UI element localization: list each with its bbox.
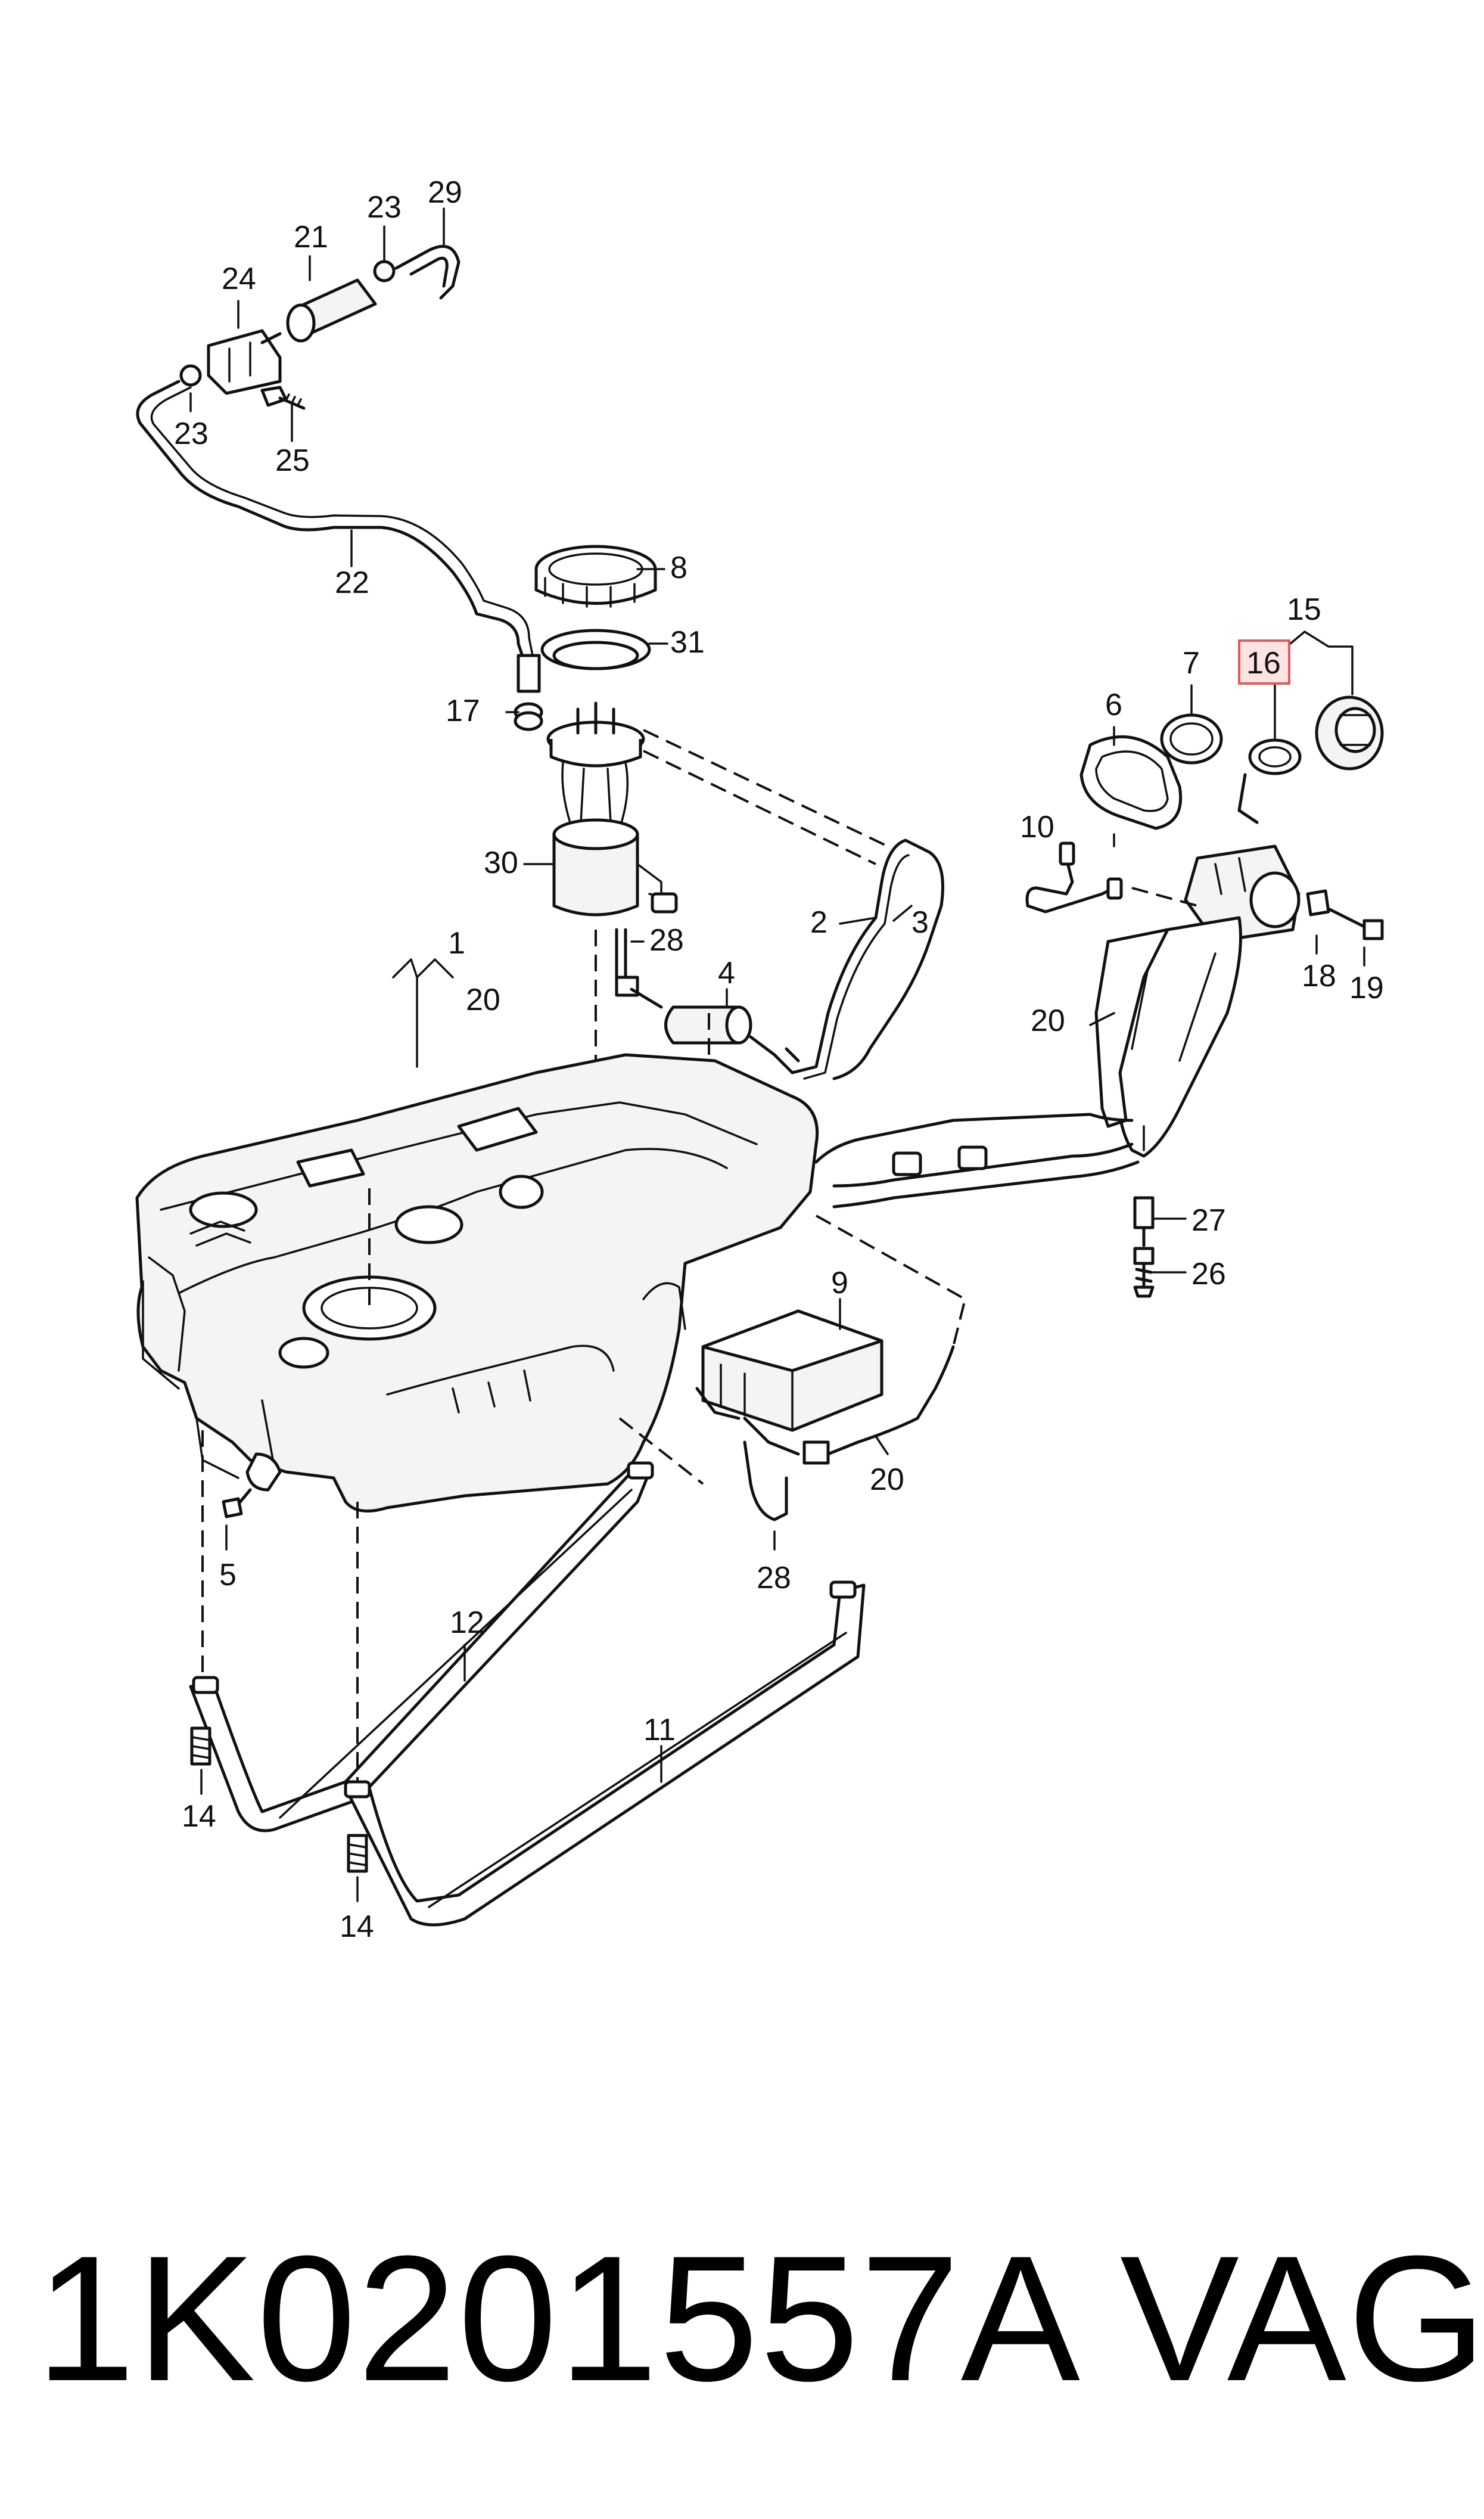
- label-5: 5: [219, 1558, 237, 1592]
- label-19: 19: [1349, 971, 1384, 1005]
- label-20-left: 20: [466, 983, 500, 1017]
- highlight-box-16: [1238, 639, 1290, 685]
- label-31: 31: [670, 625, 705, 660]
- label-25: 25: [275, 443, 310, 478]
- label-4: 4: [718, 956, 735, 990]
- filler-neck-assembly: [814, 695, 1384, 1298]
- aux-pump-assembly: [136, 244, 543, 731]
- label-30: 30: [484, 846, 518, 880]
- fuel-filter-and-lines: [630, 729, 944, 1251]
- part-number: 1K0201557A: [36, 2218, 1081, 2418]
- footer: 1K0201557A VAG: [0, 2205, 1484, 2455]
- fuel-tank: [135, 1053, 819, 1518]
- carbon-canister: [618, 1215, 967, 1521]
- fuel-sender-assembly: [534, 545, 678, 1132]
- callout-labels: 24 21 23 29 23 25 22 17 8 31 30 28 4 2 3…: [174, 175, 1384, 1944]
- label-14-bottom: 14: [340, 1909, 374, 1944]
- label-1: 1: [448, 926, 465, 961]
- label-10: 10: [1020, 810, 1054, 844]
- label-8: 8: [670, 551, 687, 585]
- brand-name: VAG: [1120, 2218, 1484, 2418]
- label-15: 15: [1287, 592, 1321, 627]
- label-6: 6: [1105, 688, 1122, 722]
- tank-straps: [189, 1430, 866, 1927]
- label-24: 24: [222, 262, 256, 296]
- label-2: 2: [810, 905, 827, 940]
- label-20-bottom: 20: [870, 1462, 904, 1497]
- label-20-right: 20: [1031, 1004, 1065, 1038]
- label-22: 22: [335, 566, 369, 600]
- label-28-center: 28: [649, 923, 684, 958]
- label-12: 12: [450, 1605, 484, 1640]
- label-29: 29: [428, 175, 462, 210]
- label-11: 11: [643, 1713, 676, 1747]
- label-28-bottom: 28: [757, 1561, 791, 1595]
- label-23-top: 23: [367, 190, 402, 225]
- label-9: 9: [831, 1266, 848, 1300]
- label-18: 18: [1302, 959, 1336, 993]
- label-3: 3: [911, 905, 929, 940]
- callout-leaders: [189, 207, 1365, 1902]
- label-7: 7: [1183, 646, 1200, 681]
- label-14-left: 14: [182, 1799, 216, 1834]
- label-26: 26: [1191, 1257, 1226, 1291]
- label-23-left: 23: [174, 417, 209, 451]
- label-27: 27: [1191, 1203, 1226, 1238]
- label-21: 21: [294, 220, 328, 254]
- label-16: 16: [1246, 646, 1281, 681]
- label-17: 17: [446, 694, 480, 728]
